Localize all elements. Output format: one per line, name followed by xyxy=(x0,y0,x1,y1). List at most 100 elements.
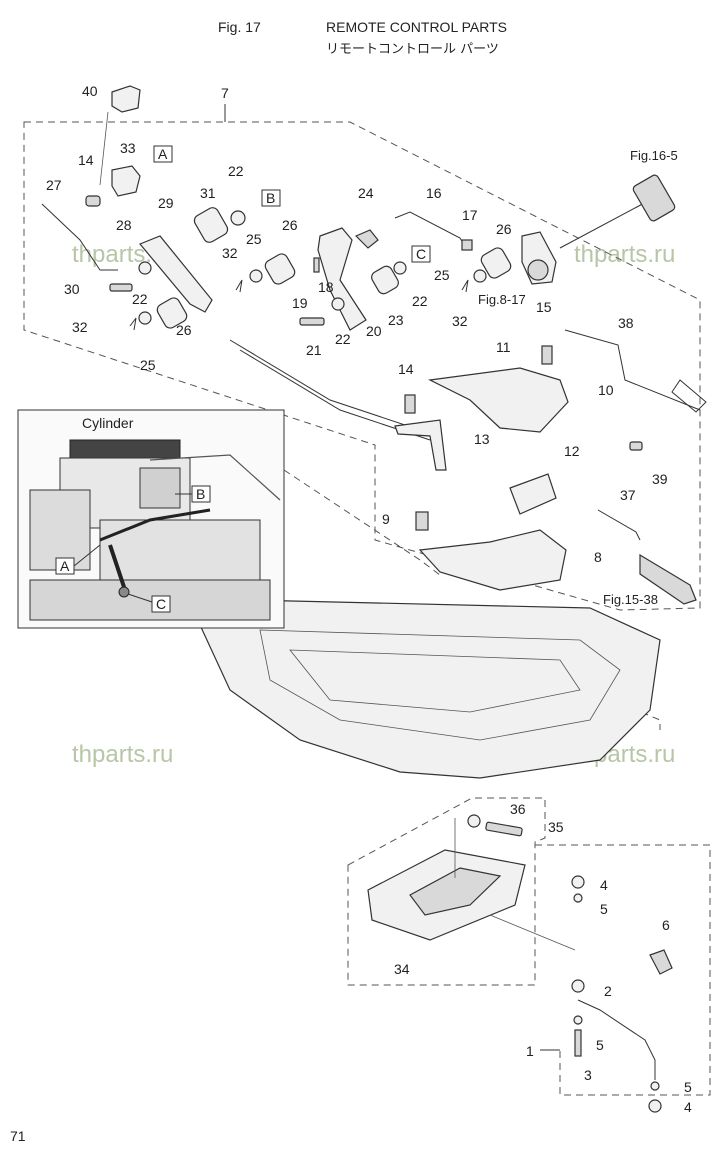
part-label: 18 xyxy=(318,279,334,295)
part-4-nut xyxy=(571,875,585,889)
part-label: 26 xyxy=(496,221,512,237)
page-number: 71 xyxy=(10,1128,26,1144)
part-label: 40 xyxy=(82,83,98,99)
part-9-bolt xyxy=(415,511,429,531)
part-37-rod xyxy=(597,509,641,541)
callout-a: A xyxy=(158,146,168,162)
callout-box-c xyxy=(411,245,431,263)
part-32-clip xyxy=(235,279,243,293)
part-label: 6 xyxy=(662,917,670,933)
part-label: 23 xyxy=(388,312,404,328)
part-10-cover xyxy=(427,367,569,433)
part-label: 9 xyxy=(382,511,390,527)
part-21-bolt xyxy=(299,317,325,326)
part-label: 26 xyxy=(176,322,192,338)
part-5-washer xyxy=(573,893,583,903)
part-label: 32 xyxy=(452,313,468,329)
part-label: 20 xyxy=(366,323,382,339)
part-label: 13 xyxy=(474,431,490,447)
part-14-bolt xyxy=(85,195,101,207)
part-6-cap xyxy=(649,949,673,975)
part-12-block xyxy=(509,473,557,515)
cylinder-inset-illustration xyxy=(29,439,281,621)
part-label: 28 xyxy=(116,217,132,233)
callout-box-b xyxy=(261,189,281,207)
inset-callout-a: A xyxy=(60,558,70,574)
part-5-washer xyxy=(650,1081,660,1091)
part-25-washer xyxy=(138,311,152,325)
part-11-bolt xyxy=(541,345,553,365)
part-label: 8 xyxy=(594,549,602,565)
figure-ref: Fig.15-38 xyxy=(603,592,658,607)
part-13-bracket xyxy=(394,419,447,471)
part-32-clip xyxy=(461,279,469,293)
part-22-washer xyxy=(393,261,407,275)
part-label: 25 xyxy=(140,357,156,373)
inset-title: Cylinder xyxy=(82,415,134,431)
part-40-bracket xyxy=(111,85,141,113)
part-label: 5 xyxy=(596,1037,604,1053)
part-label: 39 xyxy=(652,471,668,487)
part-label: 35 xyxy=(548,819,564,835)
part-label: 34 xyxy=(394,961,410,977)
part-label: 32 xyxy=(222,245,238,261)
callout-box-a xyxy=(153,145,173,163)
leader-line xyxy=(489,914,576,951)
part-24-clip xyxy=(354,229,379,249)
inset-callout-b: B xyxy=(196,486,205,502)
part-38-end xyxy=(671,379,707,413)
part-label: 16 xyxy=(426,185,442,201)
leader-line xyxy=(99,111,109,186)
part-label: 36 xyxy=(510,801,526,817)
page-title-japanese: リモートコントロール パーツ xyxy=(326,42,499,57)
part-label: 26 xyxy=(282,217,298,233)
tiller-grip xyxy=(639,553,697,605)
part-14-bolt xyxy=(404,394,416,414)
part-29-lever xyxy=(139,235,213,313)
part-22-washer xyxy=(230,210,246,226)
part-label: 3 xyxy=(584,1067,592,1083)
leader-line xyxy=(127,593,153,603)
part-label: 2 xyxy=(604,983,612,999)
part-26-collar xyxy=(264,253,296,285)
part-34-opening xyxy=(409,867,502,916)
part-30-bolt xyxy=(109,283,133,292)
part-5-washer xyxy=(573,1015,583,1025)
bottom-cowl xyxy=(199,599,661,779)
part-4-nut xyxy=(648,1099,662,1113)
figure-number: Fig. 17 xyxy=(218,19,261,35)
page-title: REMOTE CONTROL PARTS xyxy=(326,19,507,35)
part-3-bolt xyxy=(574,1029,582,1057)
cable-connector xyxy=(632,174,676,222)
part-label: 31 xyxy=(200,185,216,201)
callout-b: B xyxy=(266,190,275,206)
part-38-cable xyxy=(564,329,701,411)
part-25-washer xyxy=(249,269,263,283)
part-1-link-rod xyxy=(577,999,656,1080)
part-31-pin xyxy=(193,207,229,243)
part-8-holder xyxy=(418,529,567,591)
part-label: 38 xyxy=(618,315,634,331)
part-label: 22 xyxy=(228,163,244,179)
part-label: 22 xyxy=(132,291,148,307)
part-26-collar xyxy=(156,297,188,329)
part-32-clip xyxy=(129,317,137,331)
throttle-cable xyxy=(229,339,421,431)
part-16-rod xyxy=(394,211,466,247)
inset-callout-box-c xyxy=(151,595,171,613)
part-26-collar xyxy=(480,247,512,279)
part-35-bolt xyxy=(485,821,523,837)
part-label: 15 xyxy=(536,299,552,315)
part-22-washer xyxy=(331,297,345,311)
part-39-screw xyxy=(629,441,643,451)
part-label: 4 xyxy=(600,877,608,893)
part-label: 14 xyxy=(398,361,414,377)
part-27-rod xyxy=(41,203,118,271)
part-label: 14 xyxy=(78,152,94,168)
callout-c: C xyxy=(416,246,426,262)
assembly-7-boundary xyxy=(23,121,701,611)
inset-callout-c: C xyxy=(156,596,166,612)
figure-ref: Fig.8-17 xyxy=(478,292,526,307)
part-label: 25 xyxy=(246,231,262,247)
